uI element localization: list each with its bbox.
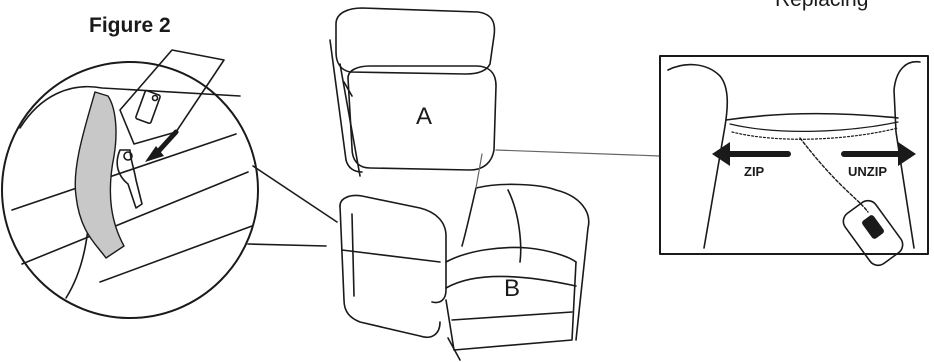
- hook-prong: [116, 149, 143, 209]
- zipper-teeth: [731, 127, 899, 140]
- latch-slot: [135, 89, 161, 125]
- zip-arrow: [712, 142, 791, 166]
- zip-inset: [659, 55, 929, 267]
- detail-circle: [1, 49, 338, 319]
- zoom-line-bottom: [247, 243, 327, 247]
- remote-control: [842, 199, 904, 267]
- unzip-arrow: [841, 142, 916, 166]
- back-cushion-a: [329, 7, 497, 177]
- recliner-chair-b: [339, 183, 590, 361]
- label-a: A: [416, 103, 432, 130]
- unzip-label: UNZIP: [848, 164, 887, 179]
- bracket-fill: [74, 91, 125, 259]
- leader-line: [495, 149, 661, 157]
- remote-cord: [799, 137, 869, 213]
- latch-plate: [119, 49, 225, 145]
- label-b: B: [504, 275, 520, 302]
- cutoff-heading-text: Replacing: [775, 0, 868, 12]
- figure-title: Figure 2: [89, 14, 171, 37]
- zip-label: ZIP: [744, 164, 765, 179]
- inset-frame: [659, 55, 929, 255]
- zoom-line-top: [252, 165, 338, 223]
